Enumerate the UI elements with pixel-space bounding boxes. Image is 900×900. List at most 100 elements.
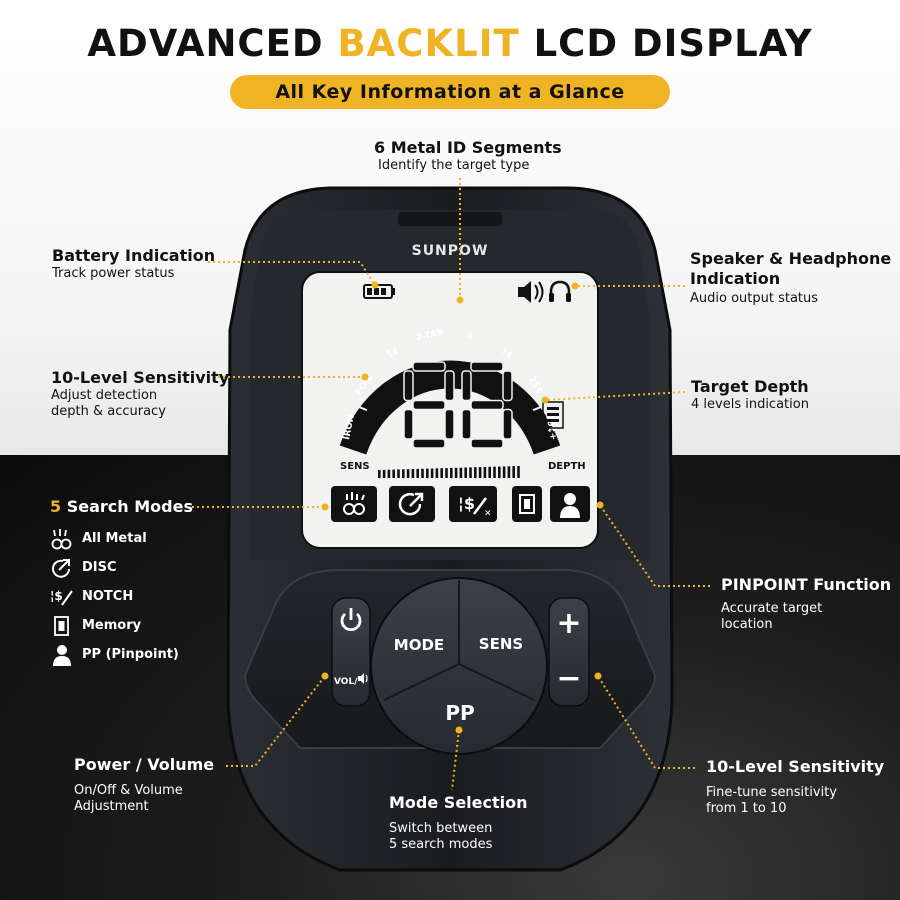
notch-icon: ¦$ bbox=[50, 589, 73, 606]
digit-segment bbox=[412, 399, 446, 411]
disc-icon bbox=[52, 558, 70, 578]
sensitivity-bar bbox=[469, 467, 472, 478]
digit-segment bbox=[502, 408, 513, 440]
digit-segment bbox=[412, 438, 446, 449]
callout-sensitivity-buttons: 10-Level Sensitivity Fine-tune sensitivi… bbox=[706, 757, 885, 816]
main-keypad bbox=[370, 577, 548, 755]
metal-id-separator bbox=[512, 355, 535, 378]
all-metal-icon bbox=[51, 528, 72, 549]
sensitivity-bar bbox=[397, 469, 400, 478]
callout-metal-id: 6 Metal ID Segments Identify the target … bbox=[374, 138, 562, 173]
sensitivity-bar bbox=[430, 468, 434, 478]
sens-label: SENS bbox=[340, 461, 370, 472]
sensitivity-bar bbox=[416, 468, 419, 478]
callout-leader-lines bbox=[192, 178, 710, 791]
depth-label: DEPTH bbox=[548, 461, 586, 472]
top-notch bbox=[398, 212, 502, 226]
depth-indicator-icon bbox=[542, 401, 564, 429]
sensitivity-bar bbox=[382, 469, 386, 478]
sensitivity-bar bbox=[517, 466, 520, 478]
sensitivity-bar bbox=[392, 469, 395, 478]
callout-power-volume: Power / Volume On/Off & Volume Adjustmen… bbox=[74, 755, 215, 814]
metal-id-segment-label: ⎍ bbox=[466, 330, 475, 341]
callout-battery: Battery Indication Track power status bbox=[52, 246, 216, 281]
digit-segment bbox=[470, 399, 504, 411]
sensitivity-bar bbox=[493, 466, 496, 478]
callout-mode-selection: Mode Selection Switch between 5 search m… bbox=[389, 793, 528, 852]
sensitivity-bar bbox=[454, 467, 458, 478]
callout-anchor-dots bbox=[321, 281, 604, 734]
svg-text:¦$: ¦$ bbox=[50, 589, 63, 603]
svg-text:✕: ✕ bbox=[484, 509, 492, 519]
search-modes-list: All Metal DISC ¦$ NOTCH Memory PP (Pinpo… bbox=[50, 524, 179, 669]
sensitivity-bar bbox=[445, 468, 448, 478]
digit-segment bbox=[444, 408, 455, 440]
minus-icon: − bbox=[556, 661, 581, 696]
sensitivity-bar bbox=[426, 468, 429, 478]
sensitivity-bar bbox=[498, 466, 501, 478]
list-item: DISC bbox=[50, 553, 179, 582]
sensitivity-bar bbox=[464, 467, 467, 478]
digit-segment bbox=[470, 361, 504, 372]
pinpoint-icon bbox=[53, 644, 71, 666]
plus-minus-rocker bbox=[548, 597, 590, 707]
lcd-mode-icons: ¦$ ✕ bbox=[331, 486, 590, 522]
memory-icon bbox=[54, 615, 69, 636]
sensitivity-bar bbox=[421, 468, 424, 478]
digit-segment bbox=[444, 370, 455, 402]
sensitivity-bar bbox=[387, 469, 391, 478]
digit-segment bbox=[403, 370, 414, 402]
brand-logo: SUNPOW bbox=[412, 243, 489, 259]
headphone-icon bbox=[549, 280, 571, 302]
list-item: All Metal bbox=[50, 524, 179, 553]
digit-segment bbox=[412, 361, 446, 372]
list-item: Memory bbox=[50, 611, 179, 640]
metal-id-separator bbox=[365, 355, 388, 378]
sensitivity-bar bbox=[402, 469, 405, 478]
sensitivity-bar bbox=[411, 469, 415, 478]
sensitivity-bar bbox=[435, 468, 439, 478]
svg-text:¦$: ¦$ bbox=[458, 494, 475, 513]
sensitivity-bar bbox=[483, 467, 487, 478]
callout-sensitivity-display: 10-Level Sensitivity Adjust detection de… bbox=[51, 368, 230, 419]
list-item: PP (Pinpoint) bbox=[50, 640, 179, 669]
metal-id-separator bbox=[483, 327, 497, 355]
power-icon bbox=[340, 608, 362, 632]
callout-search-modes: 5 Search Modes bbox=[50, 497, 193, 516]
plus-icon: + bbox=[556, 606, 581, 641]
callout-pinpoint: PINPOINT Function Accurate target locati… bbox=[721, 575, 892, 632]
subheadline: All Key Information at a Glance bbox=[230, 75, 670, 109]
sensitivity-bar bbox=[406, 469, 410, 478]
sensitivity-bar bbox=[459, 467, 463, 478]
sensitivity-bar bbox=[502, 466, 506, 478]
digit-segment bbox=[461, 408, 472, 440]
metal-id-separator bbox=[340, 398, 368, 412]
callout-target-depth: Target Depth 4 levels indication bbox=[691, 377, 809, 412]
sensitivity-bar bbox=[507, 466, 511, 478]
sensitivity-bar bbox=[440, 468, 443, 478]
volume-icon bbox=[358, 673, 368, 684]
sensitivity-bar bbox=[478, 467, 482, 478]
sensitivity-bar bbox=[450, 467, 453, 478]
digit-segment bbox=[403, 408, 414, 440]
vol-label: VOL/ bbox=[334, 677, 358, 687]
list-item: ¦$ NOTCH bbox=[50, 582, 179, 611]
sensitivity-bar bbox=[378, 470, 381, 478]
speaker-icon bbox=[518, 281, 544, 303]
headline: ADVANCED BACKLIT LCD DISPLAY bbox=[87, 22, 813, 65]
digit-segment bbox=[461, 370, 472, 402]
metal-id-segment-label: IRON bbox=[342, 414, 357, 441]
sensitivity-bar-graph bbox=[378, 466, 520, 478]
callout-speaker: Speaker & Headphone Indication Audio out… bbox=[690, 249, 892, 306]
pp-button-label: PP bbox=[445, 701, 474, 725]
sens-button-label: SENS bbox=[479, 635, 523, 653]
sensitivity-bar bbox=[488, 466, 491, 478]
mode-button-label: MODE bbox=[394, 636, 444, 654]
metal-id-separator bbox=[403, 327, 417, 355]
sensitivity-bar bbox=[512, 466, 515, 478]
digit-display bbox=[403, 361, 513, 449]
sensitivity-bar bbox=[474, 467, 477, 478]
digit-segment bbox=[470, 438, 504, 449]
digit-segment bbox=[502, 370, 513, 402]
